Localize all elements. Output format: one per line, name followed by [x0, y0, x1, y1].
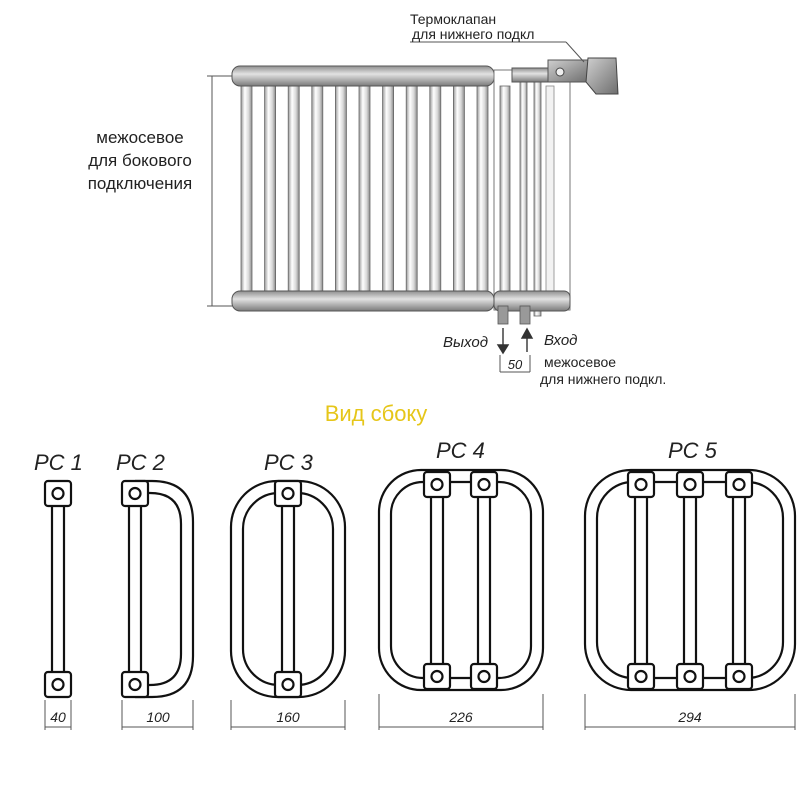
outlet-arrow [496, 328, 510, 355]
radiator-tube [476, 71, 489, 307]
top-collector [231, 65, 495, 87]
radiator-tubes [240, 71, 489, 307]
bottom-collector [231, 290, 495, 312]
side-center-dimension [207, 75, 232, 307]
radiator-tube [405, 71, 418, 307]
thermovalve-leader [410, 41, 585, 63]
radiator-tube [334, 71, 347, 307]
radiator-tube [429, 71, 442, 307]
radiator-tube [287, 71, 300, 307]
model-pc5-depth: 294 [677, 709, 702, 725]
model-pc4-profile [377, 468, 545, 692]
side-center-label-line3: подключения [88, 174, 193, 193]
thermovalve-label-line2: для нижнего подкл [412, 26, 534, 42]
model-pc1-depth: 40 [50, 709, 66, 725]
radiator-tube [358, 71, 371, 307]
bottom-center-dimension [499, 355, 531, 373]
model-pc1-profile [43, 479, 73, 699]
model-pc2: РС 2 100 [116, 450, 195, 730]
model-pc5: РС 5 [583, 438, 797, 730]
model-pc2-profile [120, 479, 195, 699]
model-pc5-dimension-lines [584, 694, 796, 730]
side-center-label-line1: межосевое [96, 128, 183, 147]
bottom-center-label-line1: межосевое [544, 354, 616, 370]
model-pc5-name: РС 5 [668, 438, 718, 463]
front-view: межосевое для бокового подключения [88, 11, 667, 387]
model-pc4: РС 4 226 [377, 438, 545, 730]
thermovalve-label-line1: Термоклапан [410, 11, 496, 27]
side-view-title: Вид сбоку [325, 401, 428, 426]
model-pc1: РС 1 40 [34, 450, 83, 730]
model-pc2-depth: 100 [146, 709, 170, 725]
inlet-pipe [519, 79, 528, 309]
inlet-label: Вход [544, 332, 577, 349]
outlet-label: Выход [443, 334, 488, 351]
radiator-front [231, 65, 495, 312]
model-pc1-dimension-lines [44, 700, 72, 730]
radiator-tube [240, 71, 253, 307]
model-pc2-name: РС 2 [116, 450, 165, 475]
side-center-label-line2: для бокового [88, 151, 192, 170]
model-pc4-name: РС 4 [436, 438, 485, 463]
model-pc4-dimension-lines [378, 694, 544, 730]
model-pc3-name: РС 3 [264, 450, 314, 475]
radiator-tube [264, 71, 277, 307]
inlet-fitting [519, 305, 531, 325]
radiator-tube [311, 71, 324, 307]
outlet-fitting [497, 305, 509, 325]
side-view-models: РС 1 40 РС 2 [34, 438, 797, 730]
model-pc3-dimension-lines [230, 700, 346, 730]
bottom-center-label-line2: для нижнего подкл. [540, 371, 666, 387]
bottom-connection-module [493, 67, 575, 325]
model-pc3-depth: 160 [276, 709, 300, 725]
riser-pipe [533, 79, 542, 317]
model-pc1-name: РС 1 [34, 450, 83, 475]
model-pc3-profile [229, 479, 347, 699]
model-pc4-depth: 226 [448, 709, 473, 725]
bottom-center-value: 50 [508, 357, 523, 372]
model-pc3: РС 3 160 [229, 450, 347, 730]
inlet-arrow [520, 327, 534, 352]
model-pc2-dimension-lines [121, 700, 194, 730]
model-pc5-profile [583, 468, 797, 692]
radiator-tube [452, 71, 465, 307]
thermovalve [547, 57, 619, 95]
radiator-tube [382, 71, 395, 307]
